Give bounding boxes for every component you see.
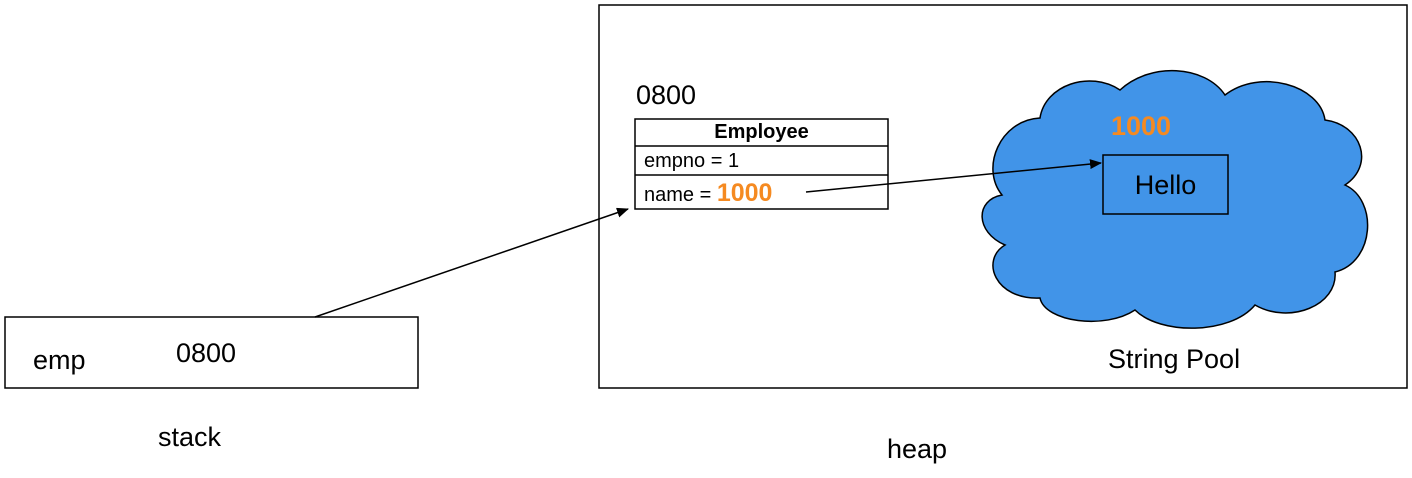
employee-object-box — [634, 118, 889, 210]
heap-region — [598, 4, 1408, 389]
object-address: 0800 — [636, 80, 697, 110]
employee-field-empno: empno = 1 — [644, 150, 740, 172]
employee-field-name: name = 1000 — [644, 181, 772, 206]
stack-variable-value: 0800 — [176, 338, 237, 368]
heap-caption: heap — [887, 434, 948, 464]
stack-caption: stack — [158, 422, 222, 452]
field-name-reference: 1000 — [716, 179, 773, 207]
string-pool-cloud — [981, 70, 1369, 329]
name-to-string-arrow — [805, 159, 1102, 193]
stack-to-heap-arrow — [314, 207, 629, 318]
string-pool-label: String Pool — [1108, 344, 1241, 374]
string-object-box — [1102, 154, 1229, 215]
string-value: Hello — [1134, 170, 1197, 200]
stack-variable-name: emp — [33, 345, 86, 375]
string-address: 1000 — [1111, 111, 1172, 141]
field-name-prefix: name = — [644, 184, 717, 206]
stack-frame — [4, 316, 419, 389]
employee-class-name: Employee — [714, 121, 809, 143]
